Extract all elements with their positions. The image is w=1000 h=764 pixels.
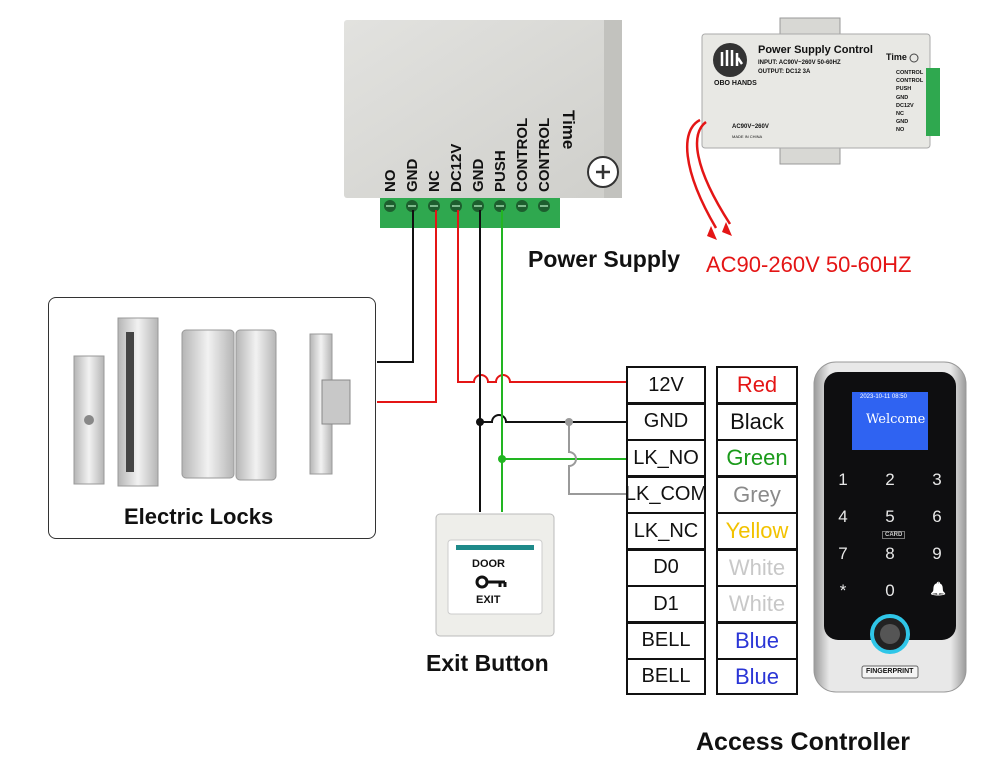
photo-terminal-label: CONTROL <box>896 70 924 76</box>
supply-terminal-label: GND <box>404 158 421 192</box>
wire-pin-cell: D1 <box>626 585 706 623</box>
exit-door-text: DOOR <box>472 558 505 570</box>
controller-date: 2023-10-11 08:50 <box>860 394 907 400</box>
wire-color-cell: Blue <box>716 658 798 695</box>
ac-spec: AC90-260V 50-60HZ <box>706 252 912 277</box>
photo-logo: OBO HANDS <box>714 80 757 87</box>
electric-locks-image <box>73 317 351 487</box>
wire-pin-cell: LK_NO <box>626 439 706 477</box>
exit-button-caption: Exit Button <box>426 650 549 676</box>
power-supply-title: Power Supply <box>528 246 681 272</box>
wire-color-cell: Green <box>716 439 798 477</box>
controller-welcome: Welcome <box>866 412 926 427</box>
wire-12v <box>457 210 626 383</box>
power-supply-box <box>344 20 622 228</box>
photo-output: OUTPUT: DC12 3A <box>758 69 811 75</box>
supply-terminal-label: DC12V <box>448 143 465 192</box>
wire-com <box>568 422 626 495</box>
keypad-key: * <box>839 581 847 600</box>
photo-terminal-label: NO <box>896 127 905 134</box>
exit-exit-text: EXIT <box>476 594 501 606</box>
supply-brand: Time <box>559 110 578 150</box>
supply-terminal-label: CONTROL <box>536 117 553 192</box>
wire-pin-cell: GND <box>626 402 706 441</box>
keypad-key: 8 <box>885 544 895 563</box>
keypad-key: 6 <box>932 507 942 526</box>
photo-made: MADE IN CHINA <box>732 134 763 139</box>
wire-pin-cell: BELL <box>626 658 706 695</box>
keypad-key: 2 <box>885 470 895 489</box>
photo-terminal-label: NC <box>896 111 904 117</box>
terminal-screws <box>384 200 550 212</box>
photo-terminal-label: GND <box>896 94 909 101</box>
wire-color-cell: Blue <box>716 621 798 660</box>
photo-terminal-label: GND <box>896 119 909 126</box>
wire-color-cell: White <box>716 548 798 587</box>
wire-nc <box>377 210 437 403</box>
keypad-key: 7 <box>838 544 848 563</box>
card-label: CARD <box>882 531 906 539</box>
wire-pin-cell: 12V <box>626 366 706 404</box>
photo-ac: AC90V~260V <box>732 124 769 130</box>
photo-title: Power Supply Control <box>758 44 873 56</box>
exit-button-image <box>435 513 555 637</box>
photo-terminal-label: DC12V <box>896 102 914 109</box>
wire-color-cell: Yellow <box>716 512 798 550</box>
photo-terminal-label: CONTROL <box>896 78 924 85</box>
wire-pin-cell: LK_NC <box>626 512 706 550</box>
keypad-key: 0 <box>885 581 895 600</box>
power-supply-photo <box>701 17 940 165</box>
supply-terminal-label: GND <box>470 158 487 192</box>
keypad-key: 5 <box>885 507 895 526</box>
supply-terminal-label: NC <box>426 170 443 192</box>
supply-terminal-label: CONTROL <box>514 117 531 192</box>
photo-brand: Time <box>886 52 907 62</box>
wire-pin-cell: D0 <box>626 548 706 587</box>
wire-color-cell: Grey <box>716 475 798 514</box>
electric-locks-caption: Electric Locks <box>124 504 274 529</box>
keypad-key: 1 <box>838 470 848 489</box>
supply-terminal-label: PUSH <box>492 150 509 192</box>
wire-no <box>377 210 414 363</box>
fingerprint-label: FINGERPRINT <box>866 668 914 675</box>
photo-terminal-label: PUSH <box>896 86 912 93</box>
wire-color-cell: Black <box>716 402 798 441</box>
wires <box>377 210 626 512</box>
keypad-key: 9 <box>932 544 942 563</box>
electric-locks-frame <box>48 297 376 539</box>
wire-pin-cell: LK_COM <box>625 475 707 514</box>
supply-terminal-label: NO <box>382 169 399 193</box>
wire-pin-cell: BELL <box>626 621 706 660</box>
wire-color-cell: White <box>716 585 798 623</box>
access-controller-image <box>813 361 967 693</box>
access-controller-caption: Access Controller <box>696 728 910 756</box>
keypad-key: 3 <box>932 470 942 489</box>
photo-input: INPUT: AC90V~260V 50-60HZ <box>758 60 841 66</box>
wire-color-cell: Red <box>716 366 798 404</box>
keypad-key: 4 <box>838 507 848 526</box>
bell-icon: 🔔 <box>930 581 947 596</box>
